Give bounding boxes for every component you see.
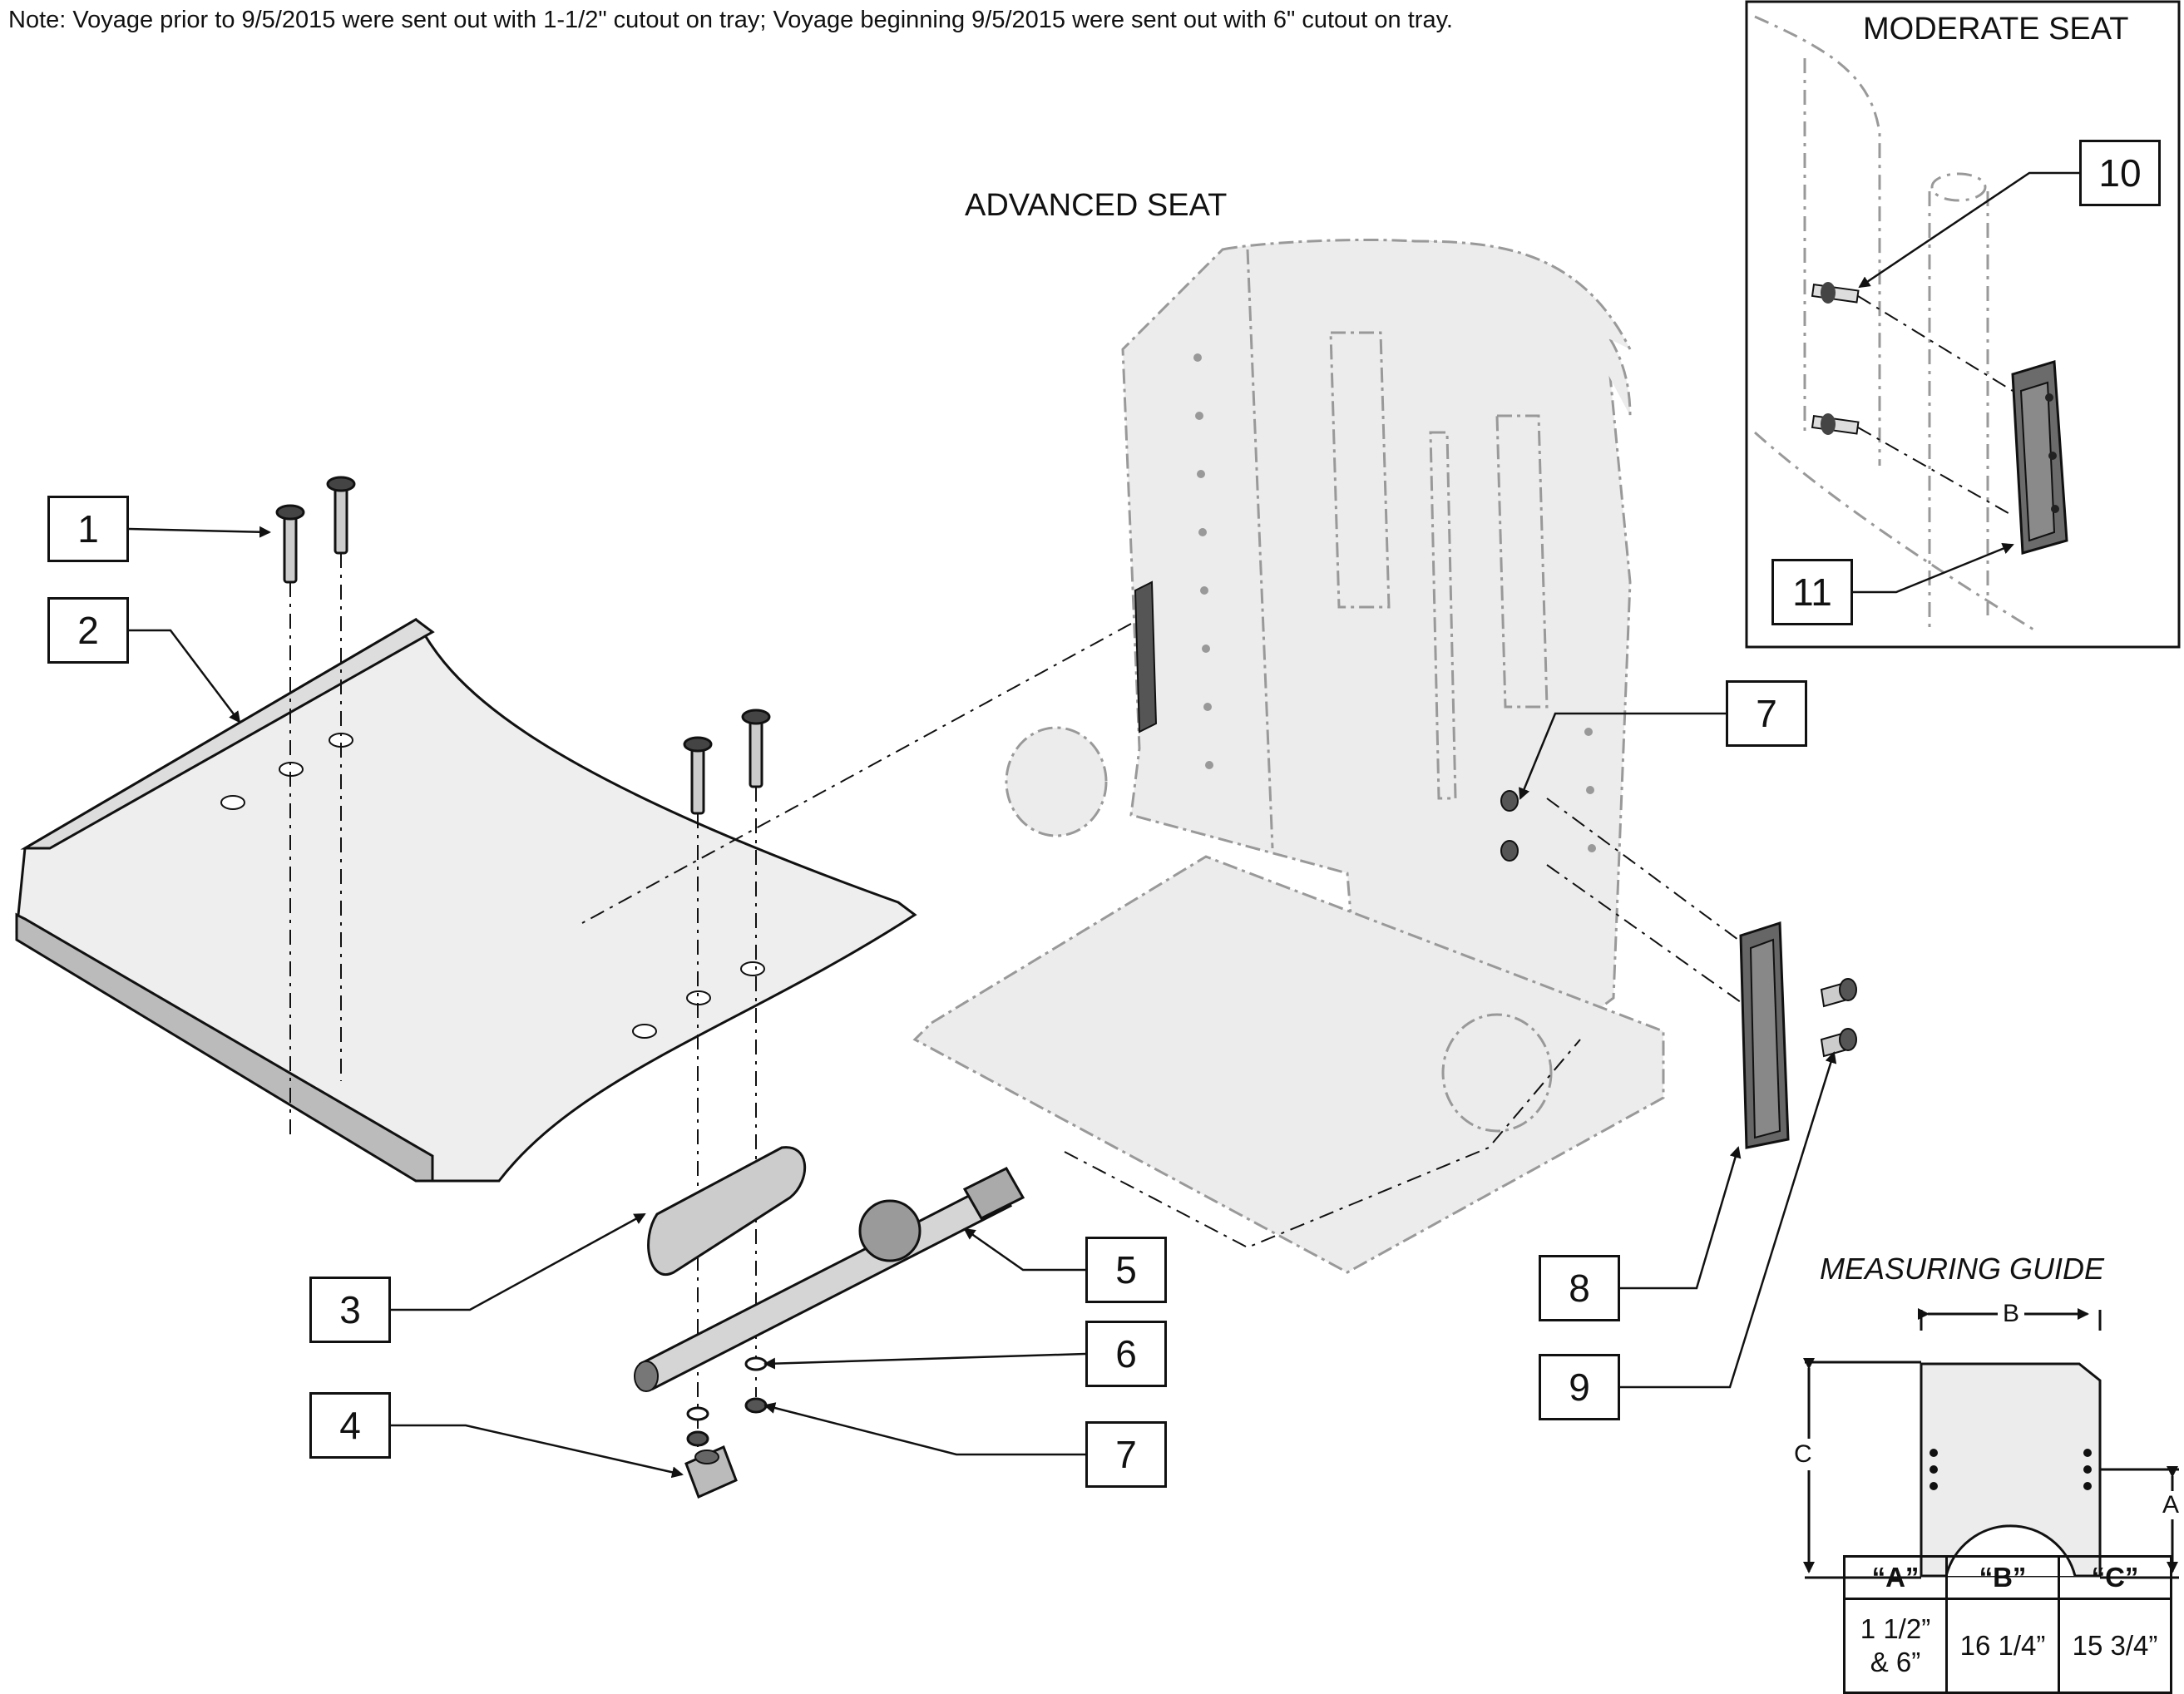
table-header-a: “A”	[1843, 1555, 1948, 1600]
washer-part	[744, 1356, 768, 1371]
callout-7-lower: 7	[1085, 1421, 1167, 1488]
callout-8: 8	[1539, 1255, 1620, 1321]
table-cell-b: 16 1/4”	[1945, 1598, 2060, 1694]
measuring-guide-table: “A” “B” “C” 1 1/2” & 6” 16 1/4” 15 3/4”	[1843, 1555, 2172, 1694]
moderate-seat-bolts	[1811, 282, 1860, 435]
leader-lines	[128, 171, 2079, 1479]
nut-part	[744, 1397, 768, 1414]
assembly-centerlines	[289, 553, 1747, 1447]
seat-bracket-strip	[1134, 580, 1158, 733]
callout-1: 1	[47, 496, 129, 562]
dim-a-label: A	[2162, 1491, 2180, 1519]
tray-screws	[275, 476, 771, 815]
tray-part	[15, 617, 917, 1183]
advanced-seat-holes	[1193, 353, 1596, 852]
table-cell-a-line1: 1 1/2”	[1860, 1613, 1931, 1644]
callout-9: 9	[1539, 1354, 1620, 1420]
advanced-seat-ghost	[912, 238, 1665, 1274]
measuring-guide-sketch	[1803, 1308, 2179, 1579]
side-bracket-bolts	[1500, 790, 1857, 1058]
measuring-guide-title: MEASURING GUIDE	[1820, 1252, 2105, 1286]
measuring-guide-holes	[1930, 1449, 2092, 1490]
knob-part	[684, 1445, 738, 1499]
side-bracket-part	[1739, 921, 1790, 1149]
advanced-seat-title: ADVANCED SEAT	[965, 188, 1228, 223]
table-cell-a: 1 1/2” & 6”	[1843, 1598, 1948, 1694]
clamp-pad-part	[647, 1146, 807, 1276]
table-header-c: “C”	[2058, 1555, 2172, 1600]
table-header-b: “B”	[1945, 1555, 2060, 1600]
moderate-seat-title: MODERATE SEAT	[1863, 12, 2129, 47]
callout-6: 6	[1085, 1321, 1167, 1387]
note-text: Note: Voyage prior to 9/5/2015 were sent…	[8, 7, 1453, 33]
mounting-bar-part	[634, 1167, 1025, 1392]
callout-3: 3	[309, 1277, 391, 1343]
table-cell-a-line2: & 6”	[1870, 1647, 1921, 1677]
dim-b-label: B	[1998, 1300, 2025, 1328]
callout-5: 5	[1085, 1237, 1167, 1303]
callout-7-upper: 7	[1726, 680, 1807, 747]
callout-2: 2	[47, 597, 129, 664]
moderate-seat-inset-frame	[1745, 0, 2181, 649]
moderate-seat-bracket	[2011, 360, 2068, 555]
table-cell-c: 15 3/4”	[2058, 1598, 2172, 1694]
callout-10: 10	[2079, 140, 2161, 206]
callout-4: 4	[309, 1392, 391, 1459]
callout-11: 11	[1771, 559, 1853, 625]
moderate-seat-ghost-frame	[1754, 15, 2038, 634]
dim-c-label: C	[1794, 1439, 1812, 1470]
